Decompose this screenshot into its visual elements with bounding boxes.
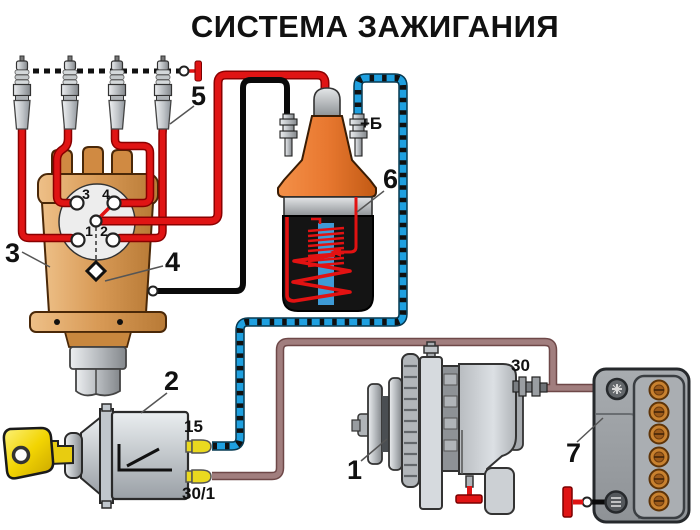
switch-terminal-30-1: [185, 469, 212, 484]
terminal-15-label: 15: [184, 417, 203, 436]
coil-switch-striped-wire: [212, 73, 408, 451]
ignition-coil: [277, 87, 377, 312]
spark-plugs: [12, 55, 173, 130]
cap-terminal-4-label: 4: [102, 186, 110, 202]
plug3-wire: [112, 121, 153, 206]
distributor-cap-details: 3 4 1 2: [69, 186, 122, 283]
spark-plug: [12, 55, 32, 130]
fan: [401, 353, 420, 488]
battery-cell-caps: [648, 379, 670, 512]
generator-foot: [484, 467, 515, 515]
ground-bar-icon: [194, 60, 202, 82]
ignition-switch-number: 2: [164, 366, 179, 396]
ignition-coil-number: 6: [383, 164, 398, 194]
switch-contact-symbol: [117, 444, 172, 472]
spark-plugs-number: 5: [191, 81, 206, 111]
winding-arrowhead: [330, 247, 341, 257]
battery-positive-terminal: [605, 377, 629, 401]
pulley: [367, 383, 383, 465]
key-hole: [11, 445, 31, 465]
generator-body: [458, 363, 517, 475]
octane-mark-diamond-icon: [84, 259, 108, 283]
coil-primary-winding: [285, 197, 358, 303]
plug4-wire: [117, 121, 166, 241]
terminal-30-label: 30: [511, 356, 530, 375]
cap-terminal-3-label: 3: [82, 186, 90, 202]
generator-number: 1: [347, 455, 362, 485]
battery-negative-terminal: [604, 490, 628, 514]
plug2-wire: [54, 121, 73, 206]
coil-terminal-k: [279, 113, 298, 157]
spark-plug: [153, 55, 173, 130]
leader-lines: [21, 105, 604, 462]
spark-plug-wires: [17, 119, 168, 243]
battery: [562, 367, 691, 524]
battery-brown-wire: [212, 337, 620, 481]
rotor-pointer-number: 4: [165, 247, 180, 277]
coil-plus-b-label: +Б: [360, 114, 382, 133]
distributor-coil-black-wire: [157, 77, 290, 294]
battery-number: 7: [566, 438, 581, 468]
distributor-number: 3: [5, 238, 20, 268]
generator-ground-icon: [455, 486, 483, 504]
distributor-terminal-dot: [147, 285, 159, 297]
terminal-30-1-label: 30/1: [182, 484, 215, 503]
switch-terminal-15: [185, 439, 212, 454]
coil-hv-wire: [93, 70, 330, 226]
ignition-switch: [2, 403, 212, 509]
generator: [351, 341, 548, 515]
mount-bracket: [419, 356, 443, 510]
ground-terminal-dot: [178, 65, 190, 77]
stator: [441, 365, 460, 472]
spark-plug: [60, 55, 80, 130]
plug1-wire: [19, 121, 74, 241]
spark-plug-ground-line: [22, 60, 202, 82]
generator-terminal-30-stud: [512, 376, 548, 397]
coil-terminal-plus-b: [349, 113, 368, 157]
cap-terminal-1-label: 1: [85, 223, 93, 239]
battery-ground-icon: [562, 486, 583, 518]
page-title: СИСТЕМА ЗАЖИГАНИЯ: [191, 9, 559, 44]
cap-terminal-2-label: 2: [100, 223, 108, 239]
spark-plug: [107, 55, 127, 130]
